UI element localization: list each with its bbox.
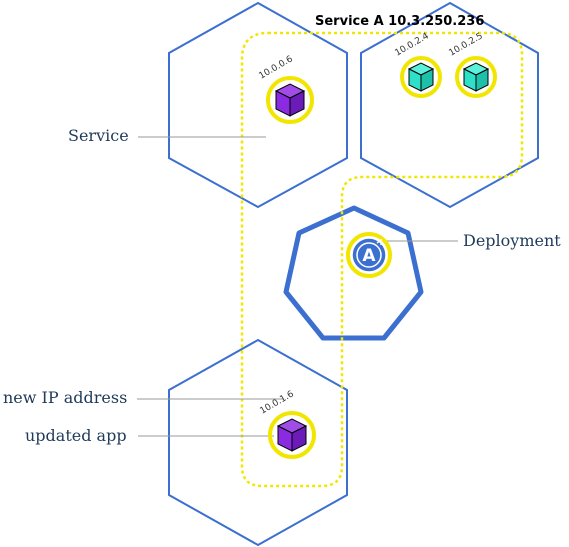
deployment-node-heptagon bbox=[283, 205, 424, 341]
cube-icon bbox=[276, 418, 308, 452]
pod-ring bbox=[400, 56, 442, 98]
pod-10-0-2-5: 10.0.2.5 bbox=[448, 31, 497, 98]
pod-ring bbox=[455, 56, 497, 98]
pod-ring bbox=[266, 76, 314, 124]
pod-10-0-0-6: 10.0.0.6 bbox=[258, 54, 314, 124]
cube-icon bbox=[462, 62, 490, 92]
new-ip-label: new IP address bbox=[3, 388, 127, 407]
service-title: Service A 10.3.250.236 bbox=[315, 14, 484, 29]
deployment-icon: A bbox=[346, 232, 392, 278]
cube-icon bbox=[274, 83, 306, 117]
deployment-icon-letter: A bbox=[362, 246, 376, 266]
pod-ip-label: 10.0.2.4 bbox=[394, 31, 431, 58]
deployment-label: Deployment bbox=[463, 231, 561, 250]
service-label: Service bbox=[68, 126, 129, 145]
cube-icon bbox=[407, 62, 435, 92]
service-boundary bbox=[240, 31, 524, 488]
pod-10-0-2-4: 10.0.2.4 bbox=[394, 31, 442, 98]
updated-app-label: updated app bbox=[25, 426, 127, 445]
pod-ring bbox=[268, 411, 316, 459]
node-hexagon-top-left bbox=[168, 1, 348, 209]
node-hexagon-bottom bbox=[168, 338, 348, 547]
pod-ip-label: 10.0.2.5 bbox=[448, 31, 485, 58]
node-hexagon-top-right bbox=[360, 1, 539, 209]
